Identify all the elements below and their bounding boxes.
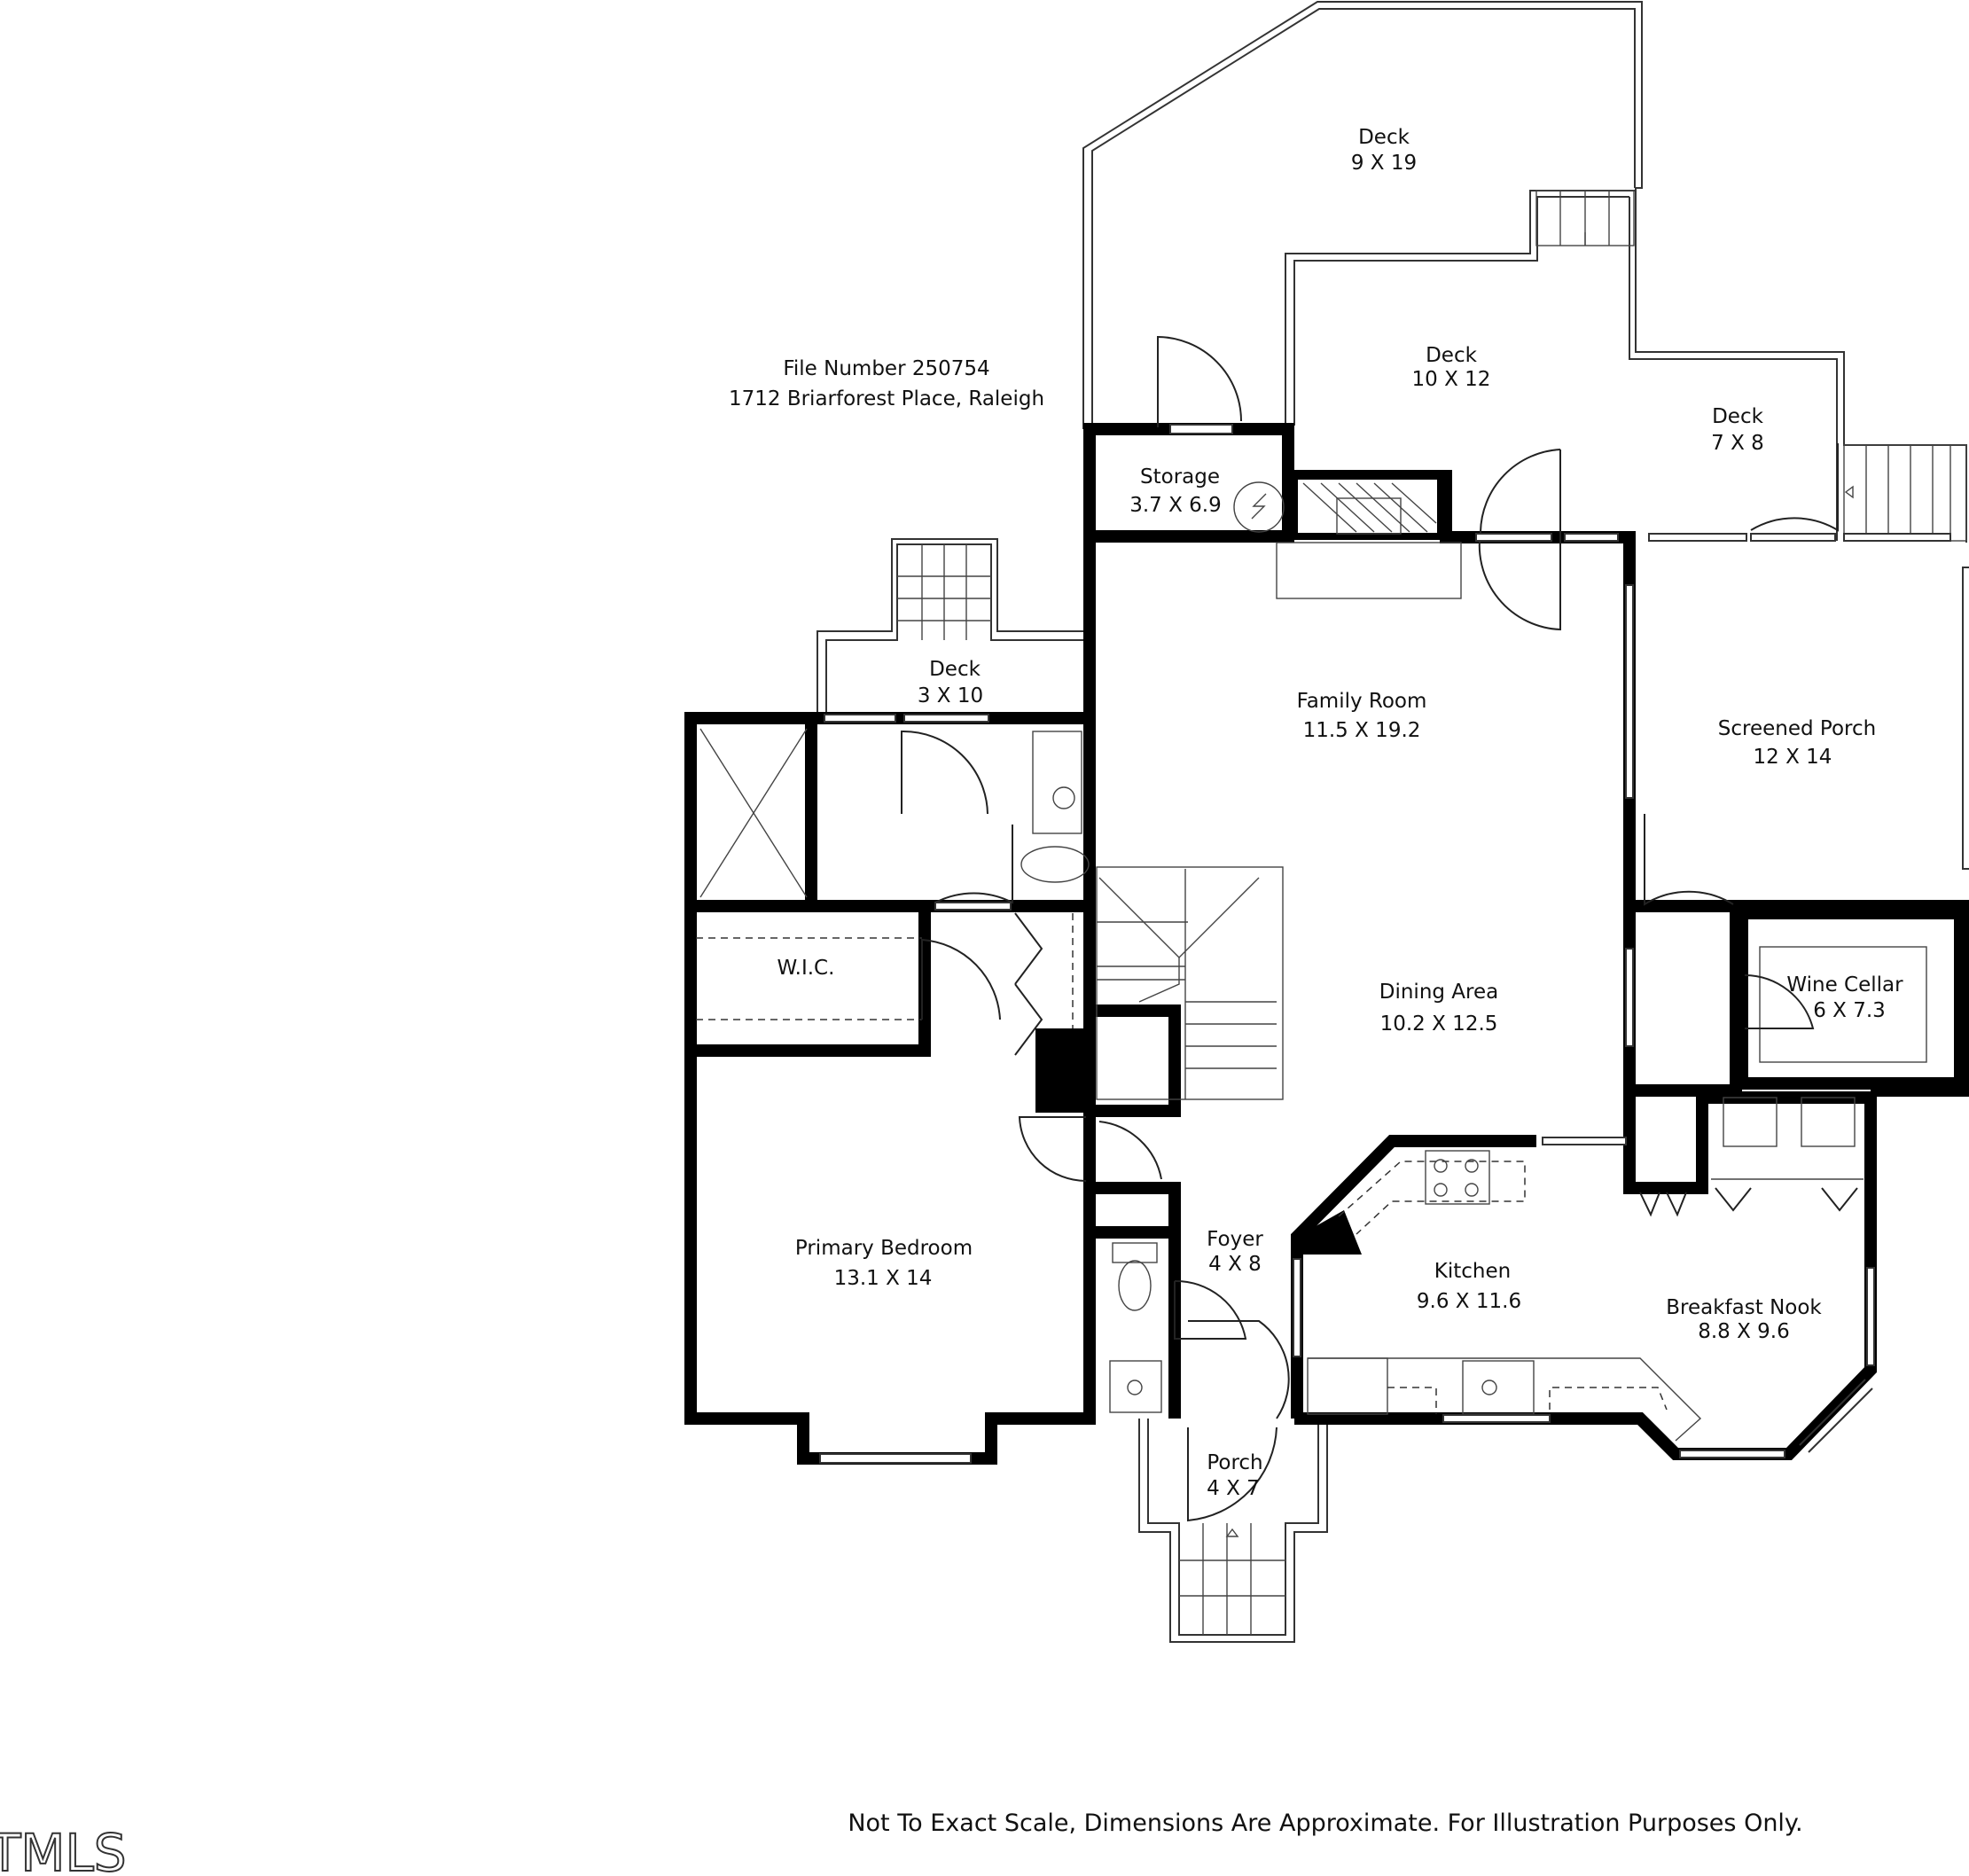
address: 1712 Briarforest Place, Raleigh <box>729 387 1044 410</box>
wine-cellar-size: 6 X 7.3 <box>1813 999 1886 1022</box>
deck-left-name: Deck <box>929 658 981 681</box>
foyer-name: Foyer <box>1207 1228 1263 1251</box>
breakfast-nook-size: 8.8 X 9.6 <box>1698 1320 1790 1343</box>
dining-area-name: Dining Area <box>1379 981 1499 1004</box>
deck-top-name: Deck <box>1358 126 1410 149</box>
disclaimer: Not To Exact Scale, Dimensions Are Appro… <box>848 1810 1802 1837</box>
breakfast-nook-name: Breakfast Nook <box>1666 1296 1822 1319</box>
room-labels: Deck 9 X 19 Deck 10 X 12 Deck 7 X 8 Stor… <box>777 126 1904 1500</box>
deck-outlines <box>817 1 1967 1643</box>
primary-bedroom-name: Primary Bedroom <box>795 1237 973 1260</box>
wine-cellar-name: Wine Cellar <box>1786 973 1903 997</box>
wic-name: W.I.C. <box>777 957 835 980</box>
storage-size: 3.7 X 6.9 <box>1129 494 1222 517</box>
storage-name: Storage <box>1140 465 1220 489</box>
kitchen-size: 9.6 X 11.6 <box>1417 1290 1521 1313</box>
primary-bedroom-size: 13.1 X 14 <box>834 1267 933 1290</box>
deck-middle-size: 10 X 12 <box>1412 368 1491 391</box>
porch-size: 4 X 7 <box>1207 1477 1260 1500</box>
deck-top-size: 9 X 19 <box>1351 152 1417 175</box>
screened-porch-size: 12 X 14 <box>1754 746 1832 769</box>
kitchen-name: Kitchen <box>1434 1260 1511 1283</box>
deck-right-name: Deck <box>1712 405 1764 428</box>
doors <box>901 335 1858 1522</box>
dining-area-size: 10.2 X 12.5 <box>1380 1012 1498 1036</box>
deck-right-size: 7 X 8 <box>1711 432 1764 455</box>
exterior-walls <box>684 423 1969 1465</box>
interior-details <box>696 481 1864 1442</box>
family-room-name: Family Room <box>1297 690 1427 713</box>
deck-left-size: 3 X 10 <box>918 684 983 707</box>
foyer-size: 4 X 8 <box>1208 1253 1262 1276</box>
porch-name: Porch <box>1207 1451 1262 1474</box>
windows <box>819 424 1969 1464</box>
deck-middle-name: Deck <box>1426 344 1478 367</box>
watermark-logo: TMLS <box>0 1823 127 1876</box>
file-number: File Number 250754 <box>783 357 989 380</box>
screened-porch-name: Screened Porch <box>1718 717 1876 740</box>
family-room-size: 11.5 X 19.2 <box>1303 719 1421 742</box>
